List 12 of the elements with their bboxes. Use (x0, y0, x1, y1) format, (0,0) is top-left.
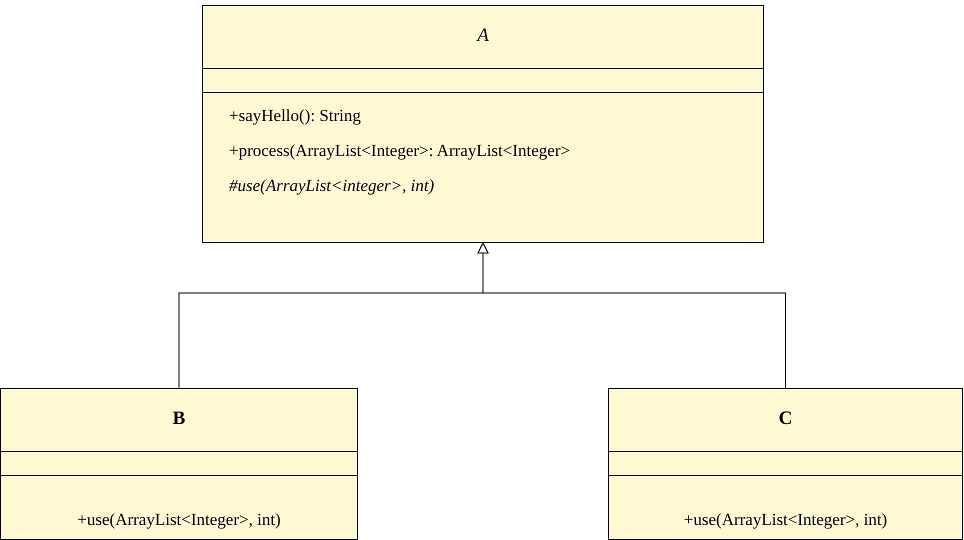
method-text: +use(ArrayList<Integer>, int) (682, 510, 888, 530)
method-text: +use(ArrayList<Integer>, int) (76, 510, 282, 530)
class-box (0, 388, 358, 540)
class-box (608, 388, 963, 540)
class-name: B (172, 408, 186, 430)
class-box (202, 5, 764, 243)
method-text: +process(ArrayList<Integer>: ArrayList<Integer> (229, 141, 570, 161)
method-text: +sayHello(): String (229, 106, 361, 126)
method-text: #use(ArrayList<integer>, int) (229, 176, 434, 196)
inheritance-arrow (478, 242, 786, 388)
class-name: C (778, 408, 794, 430)
class-name: A (475, 25, 490, 47)
